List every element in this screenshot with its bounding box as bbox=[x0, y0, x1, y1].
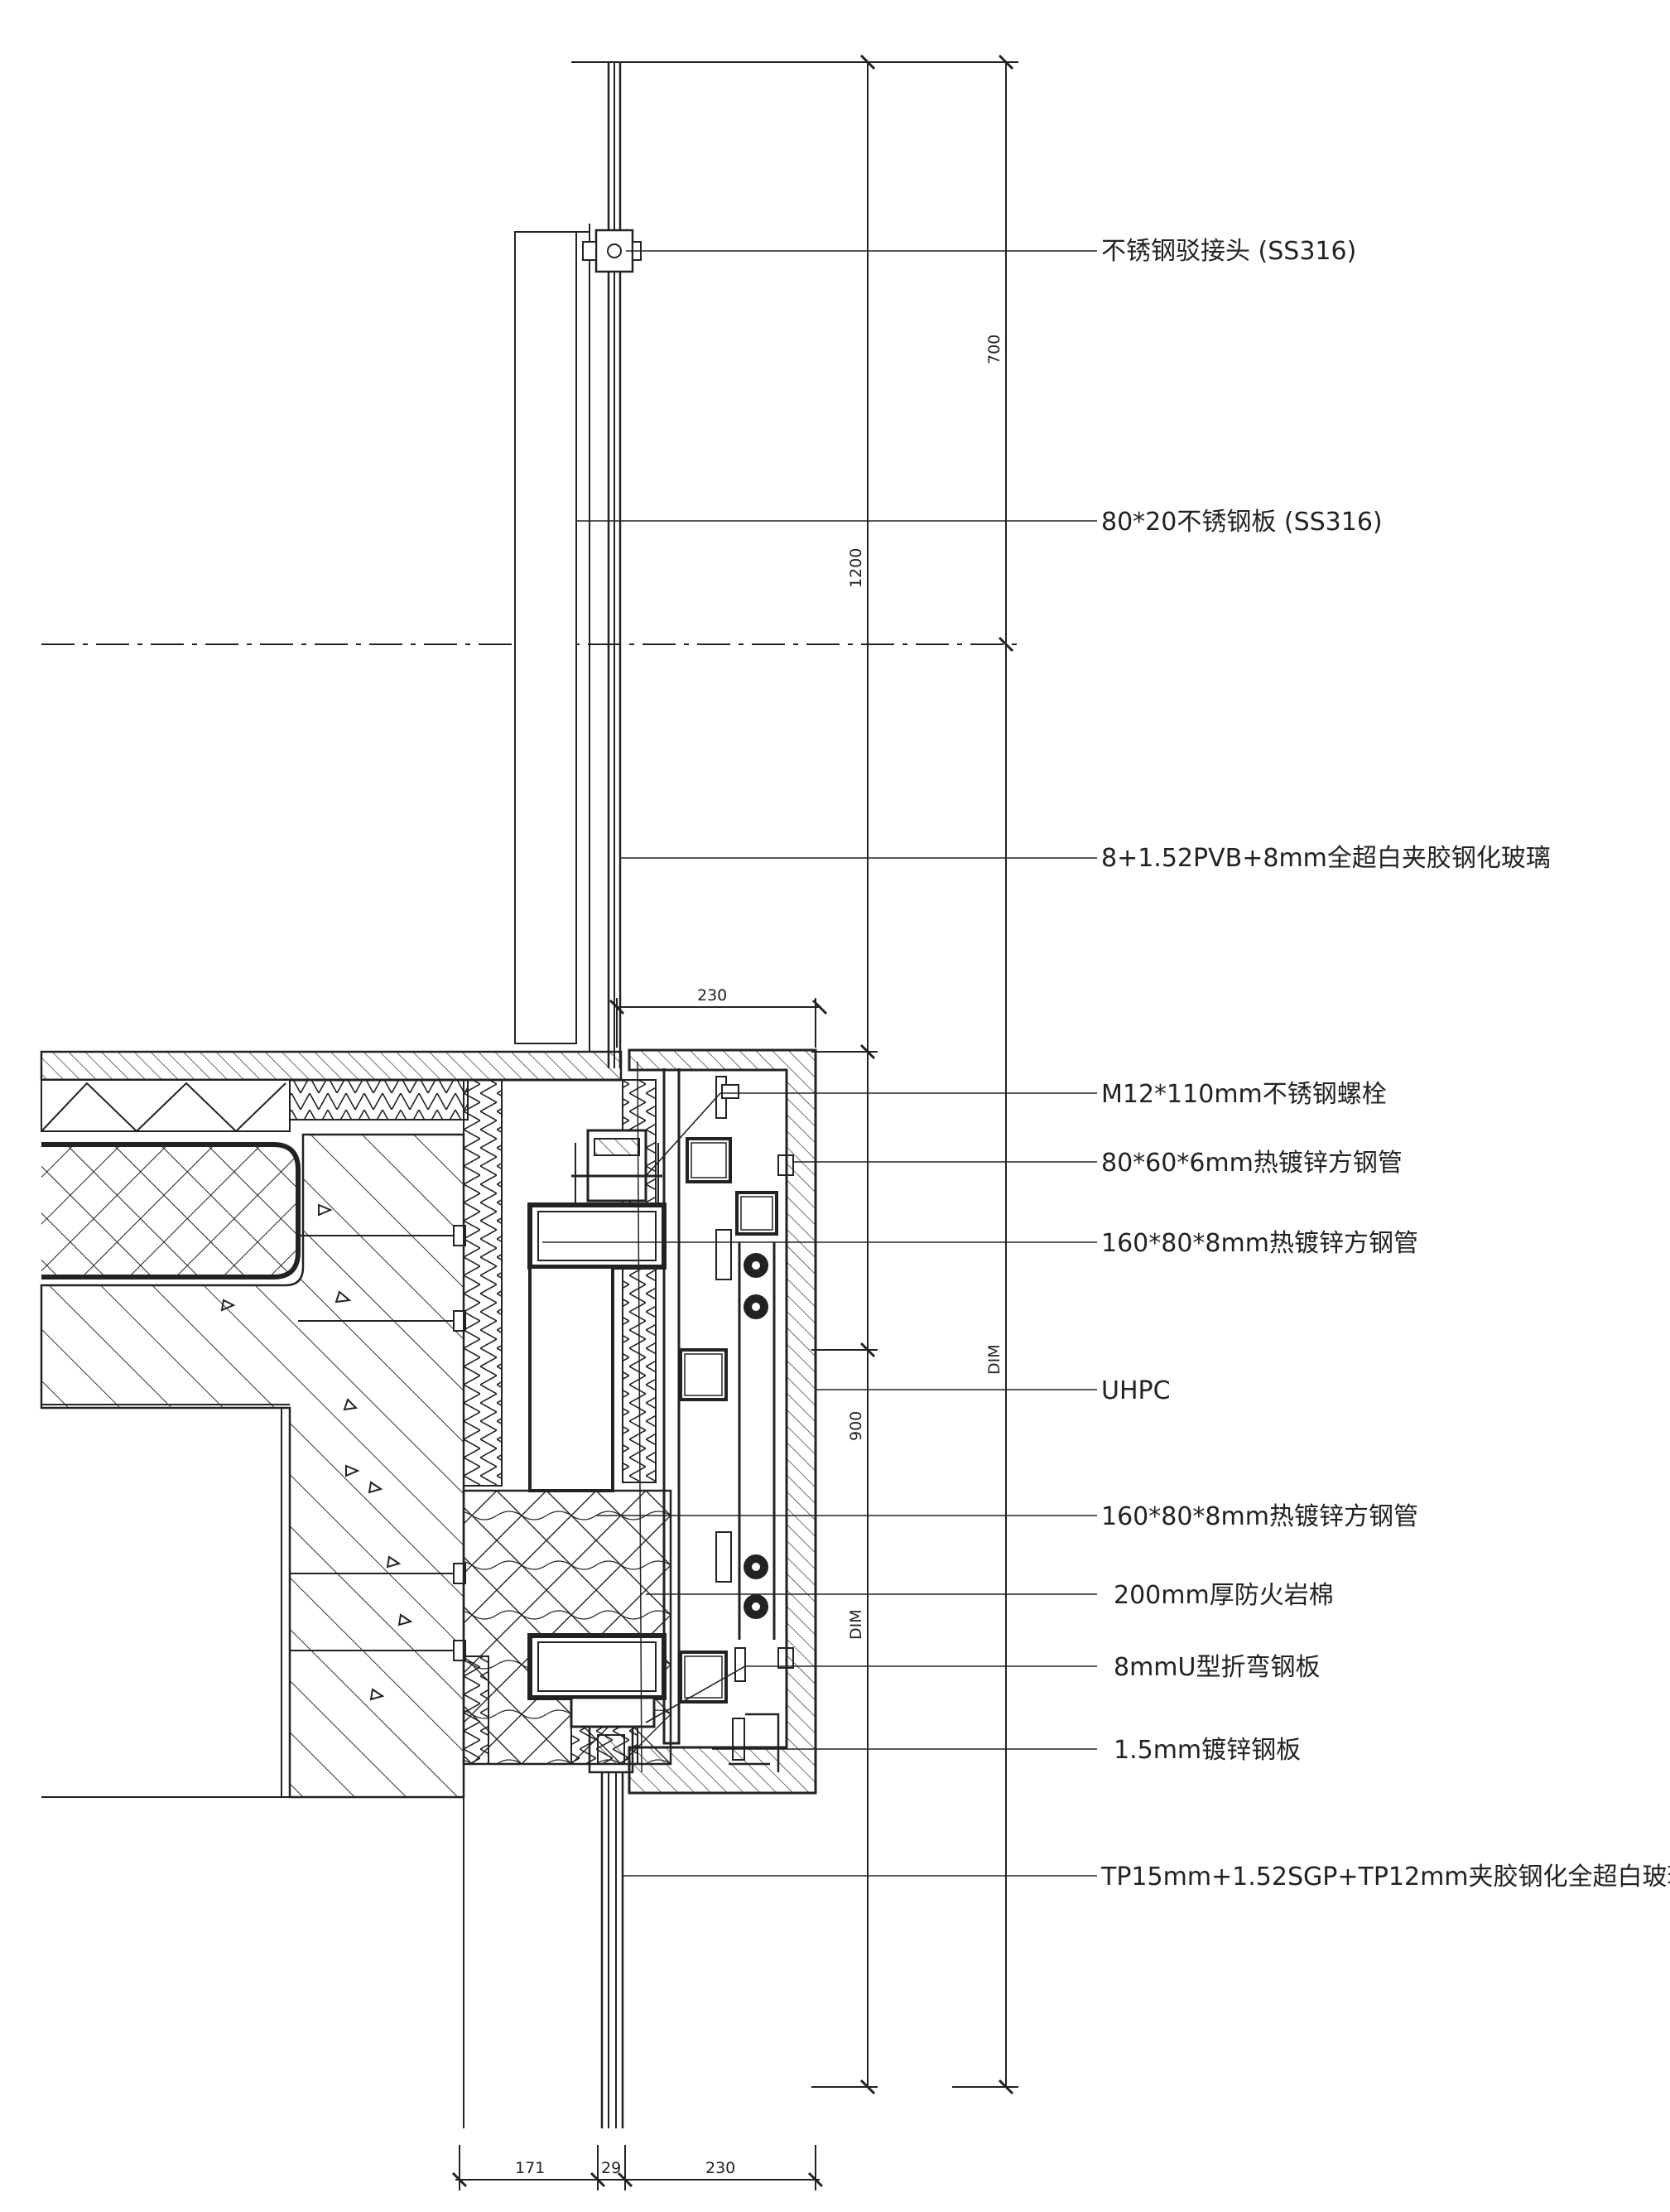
vertical-tube bbox=[528, 1265, 614, 1492]
dim-900: 900 bbox=[847, 1411, 865, 1441]
dim-dim-right: DIM bbox=[985, 1344, 1003, 1375]
concrete-slab bbox=[40, 1133, 465, 2128]
label-rockwool: 200mm厚防火岩棉 bbox=[1114, 1581, 1334, 1610]
dim-230-top: 230 bbox=[697, 986, 727, 1005]
dimension-texts: 700 1200 900 DIM DIM 230 171 29 230 bbox=[515, 335, 1003, 2177]
galvanized-sheet bbox=[637, 1061, 780, 1773]
label-galv-sheet: 1.5mm镀锌钢板 bbox=[1114, 1736, 1301, 1765]
u-channel-plate bbox=[662, 1068, 681, 1745]
label-tube-160x80-upper: 160*80*8mm热镀锌方钢管 bbox=[1101, 1229, 1418, 1258]
dim-171: 171 bbox=[515, 2159, 545, 2177]
bolt-heads bbox=[744, 1253, 768, 1619]
annotations: 不锈钢驳接头 (SS316) 80*20不锈钢板 (SS316) 8+1.52P… bbox=[1100, 237, 1670, 1892]
label-stainless-joint: 不锈钢驳接头 (SS316) bbox=[1101, 237, 1356, 266]
bracket-plates bbox=[570, 1129, 662, 1728]
label-tube-160x80-lower: 160*80*8mm热镀锌方钢管 bbox=[1101, 1502, 1418, 1531]
small-tubes-80x60 bbox=[679, 1137, 778, 1704]
floor-screed bbox=[40, 1050, 623, 1082]
upper-tube-160x80 bbox=[527, 1202, 667, 1270]
label-stainless-plate: 80*20不锈钢板 (SS316) bbox=[1101, 508, 1383, 537]
label-glass-upper: 8+1.52PVB+8mm全超白夹胶钢化玻璃 bbox=[1101, 844, 1551, 873]
label-tube-80x60: 80*60*6mm热镀锌方钢管 bbox=[1101, 1149, 1403, 1178]
label-u-plate: 8mmU型折弯钢板 bbox=[1114, 1653, 1321, 1682]
vertical-mullion bbox=[738, 1242, 776, 1640]
dim-dim-lower: DIM bbox=[847, 1609, 865, 1640]
dim-700: 700 bbox=[985, 335, 1003, 364]
dim-230-bottom: 230 bbox=[705, 2159, 735, 2177]
lower-glass-panel bbox=[588, 1725, 634, 2128]
uhpc-panel bbox=[628, 1048, 817, 1795]
leader-lines bbox=[542, 250, 1097, 1877]
lower-tube-160x80 bbox=[527, 1633, 667, 1700]
dim-29: 29 bbox=[601, 2159, 621, 2177]
label-glass-lower: TP15mm+1.52SGP+TP12mm夹胶钢化全超白玻璃 bbox=[1100, 1863, 1670, 1892]
label-uhpc: UHPC bbox=[1101, 1376, 1171, 1405]
label-bolt: M12*110mm不锈钢螺栓 bbox=[1101, 1080, 1387, 1109]
floor-cushion bbox=[41, 1142, 301, 1279]
dim-1200: 1200 bbox=[847, 548, 865, 588]
floor-insulation bbox=[41, 1079, 469, 1133]
stainless-plate bbox=[514, 224, 590, 1052]
upper-glass-panel bbox=[607, 62, 622, 1068]
